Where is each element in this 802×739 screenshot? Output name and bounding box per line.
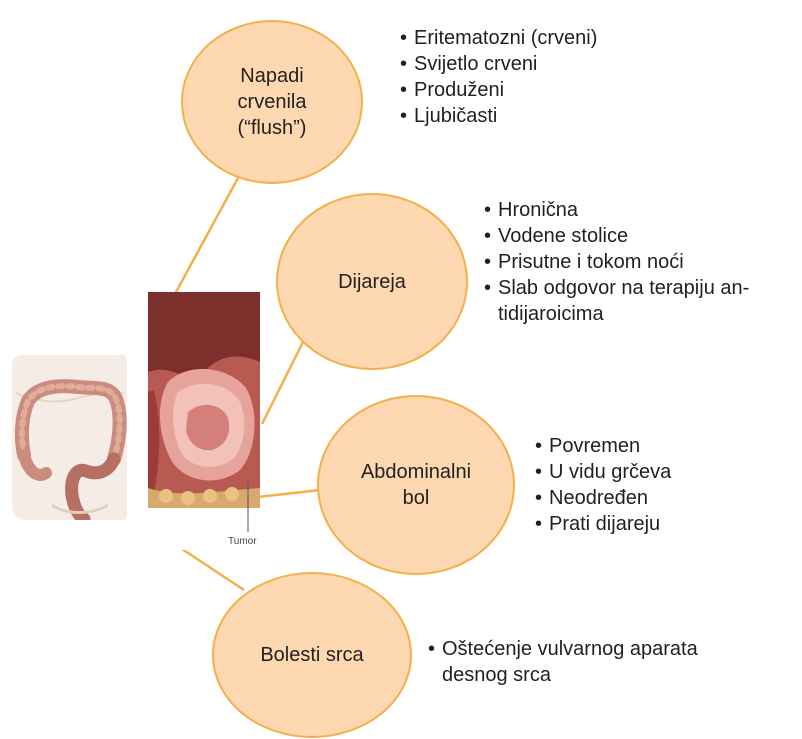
list-abdominalni-bol: Povremen U vidu grčeva Neodređen Prati d… <box>535 433 775 537</box>
list-item: Povremen <box>535 433 775 459</box>
connector-dijareja <box>262 336 306 424</box>
node-napadi-crvenila-label: Napadi crvenila (“flush”) <box>238 63 307 141</box>
list-item: Vodene stolice <box>484 223 796 249</box>
list-napadi-crvenila: Eritematozni (crveni) Svijetlo crveni Pr… <box>400 25 700 129</box>
connector-abdominalni-bol <box>258 490 320 497</box>
node-bolesti-srca-label: Bolesti srca <box>260 642 363 668</box>
colon-illustration <box>12 355 127 520</box>
list-item: Prati dijareju <box>535 511 775 537</box>
list-dijareja: Hronična Vodene stolice Prisutne i tokom… <box>484 197 796 327</box>
node-abdominalni-bol-label: Abdominalni bol <box>361 459 471 511</box>
list-item: Prisutne i tokom noći <box>484 249 796 275</box>
list-item: Ljubičasti <box>400 103 700 129</box>
node-dijareja: Dijareja <box>276 193 468 370</box>
list-item: Eritematozni (crveni) <box>400 25 700 51</box>
list-bolesti-srca: Oštećenje vulvarnog aparata desnog srca <box>428 636 788 688</box>
node-bolesti-srca: Bolesti srca <box>212 572 412 738</box>
list-item: Hronična <box>484 197 796 223</box>
connector-bolesti-srca <box>176 545 244 590</box>
list-item: Neodređen <box>535 485 775 511</box>
tumor-caption: Tumor <box>228 536 257 547</box>
list-item: Produženi <box>400 77 700 103</box>
tumor-illustration: Tumor <box>148 292 260 550</box>
node-napadi-crvenila: Napadi crvenila (“flush”) <box>181 20 363 184</box>
list-item: Oštećenje vulvarnog aparata desnog srca <box>428 636 788 688</box>
node-abdominalni-bol: Abdominalni bol <box>317 395 515 575</box>
node-dijareja-label: Dijareja <box>338 269 406 295</box>
list-item: Svijetlo crveni <box>400 51 700 77</box>
list-item: U vidu grčeva <box>535 459 775 485</box>
list-item: Slab odgovor na terapiju an- tidijaroici… <box>484 275 796 327</box>
